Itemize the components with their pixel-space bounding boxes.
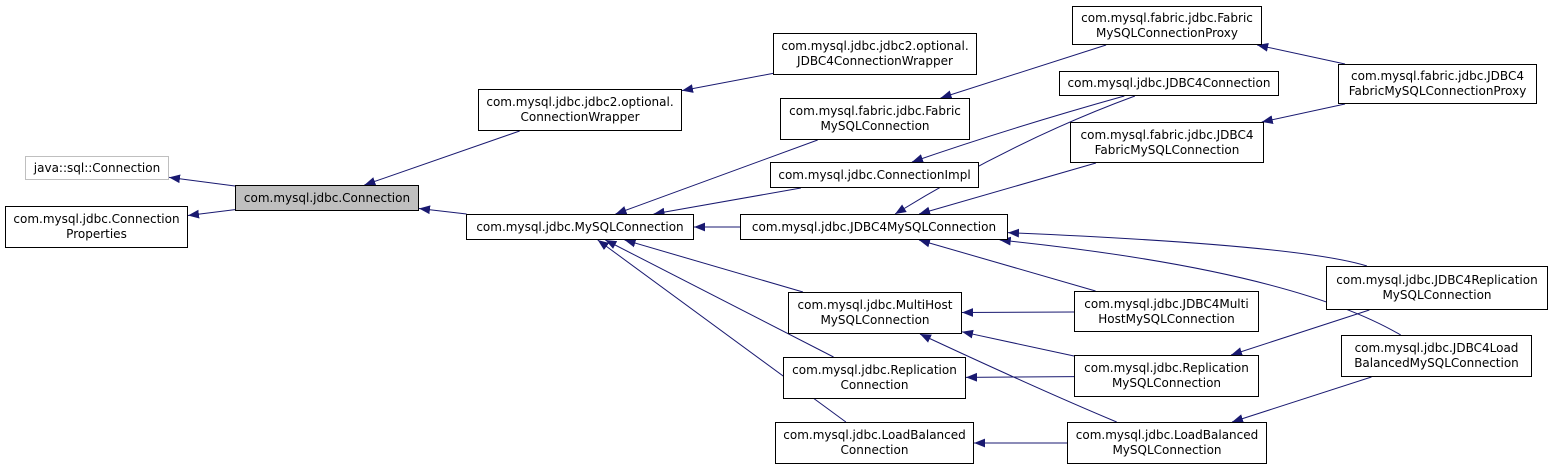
class-node-label: com.mysql.jdbc.MultiHost — [797, 298, 953, 312]
class-node-label: com.mysql.jdbc.LoadBalanced — [783, 428, 966, 442]
class-node-label: java::sql::Connection — [33, 160, 161, 175]
inheritance-arrow-replication-mysql-connection-to-multihost-mysql-connection — [961, 329, 1075, 357]
class-node-mysql-connection[interactable]: com.mysql.jdbc.MySQLConnection — [466, 214, 694, 240]
inheritance-arrow-replication-connection-to-mysql-connection — [605, 239, 834, 358]
inheritance-arrow-fabric-mysql-connection-to-mysql-connection — [615, 139, 818, 215]
class-node-label: JDBC4ConnectionWrapper — [797, 54, 953, 68]
inheritance-arrow-jdbc4-fabric-mysql-connection-proxy-to-jdbc4-fabric-mysql-connection — [1261, 103, 1346, 124]
inheritance-arrow-connection-impl-to-mysql-connection — [653, 187, 801, 217]
inheritance-arrow-jdbc4-connection-to-jdbc4-mysql-connection — [894, 95, 1136, 215]
class-node-jdbc4-connection-wrapper[interactable]: com.mysql.jdbc.jdbc2.optional.JDBC4Conne… — [773, 33, 977, 75]
inheritance-arrow-jdbc4-multihost-mysql-connection-to-multihost-mysql-connection — [961, 308, 1075, 317]
class-node-label: com.mysql.jdbc.JDBC4Replication — [1336, 273, 1538, 287]
class-node-label: com.mysql.jdbc.LoadBalanced — [1075, 428, 1259, 442]
class-node-connection-wrapper[interactable]: com.mysql.jdbc.jdbc2.optional.Connection… — [478, 89, 682, 131]
inheritance-arrow-jdbc4-loadbalanced-mysql-connection-to-loadbalanced-mysql-connection — [1231, 376, 1372, 423]
inheritance-arrow-jdbc4-multihost-mysql-connection-to-jdbc4-mysql-connection — [918, 238, 1096, 292]
class-node-label: com.mysql.jdbc.Replication — [1084, 361, 1249, 375]
class-node-label: FabricMySQLConnection — [1094, 142, 1240, 157]
class-node-label: com.mysql.jdbc.MySQLConnection — [476, 219, 684, 234]
class-node-jdbc4-mysql-connection[interactable]: com.mysql.jdbc.JDBC4MySQLConnection — [740, 214, 1008, 240]
inheritance-arrow-jdbc4-loadbalanced-mysql-connection-to-jdbc4-mysql-connection — [999, 236, 1401, 336]
class-node-label: com.mysql.jdbc.Connection — [13, 212, 180, 226]
class-node-label: MySQLConnection — [820, 313, 930, 327]
class-node-jdbc4-connection[interactable]: com.mysql.jdbc.JDBC4Connection — [1059, 71, 1279, 96]
class-node-label: ConnectionWrapper — [520, 110, 640, 124]
inheritance-arrow-loadbalanced-mysql-connection-to-multihost-mysql-connection — [919, 333, 1117, 423]
class-node-label: com.mysql.fabric.jdbc.Fabric — [1081, 10, 1253, 25]
inheritance-arrow-jdbc-connection-to-connection-properties — [187, 209, 236, 219]
inheritance-arrow-multihost-mysql-connection-to-mysql-connection — [624, 238, 804, 293]
class-node-label: com.mysql.jdbc.JDBC4MySQLConnection — [751, 219, 997, 234]
class-node-label: com.mysql.fabric.jdbc.JDBC4 — [1351, 69, 1524, 83]
class-node-label: com.mysql.jdbc.Replication — [792, 363, 957, 377]
class-node-label: com.mysql.jdbc.Connection — [243, 190, 411, 205]
class-node-label: HostMySQLConnection — [1098, 311, 1235, 326]
inheritance-arrow-replication-mysql-connection-to-replication-connection — [965, 372, 1075, 382]
inheritance-arrow-connection-wrapper-to-jdbc-connection — [364, 130, 520, 186]
class-node-connection-impl[interactable]: com.mysql.jdbc.ConnectionImpl — [770, 162, 979, 188]
class-node-label: com.mysql.fabric.jdbc.Fabric — [789, 104, 961, 118]
class-node-label: com.mysql.jdbc.jdbc2.optional. — [486, 95, 674, 109]
class-node-label: com.mysql.jdbc.JDBC4Load — [1354, 341, 1519, 355]
class-node-label: com.mysql.jdbc.ConnectionImpl — [778, 167, 971, 182]
class-node-label: BalancedMySQLConnection — [1354, 356, 1519, 370]
class-node-label: com.mysql.jdbc.JDBC4Connection — [1067, 76, 1271, 90]
class-node-jdbc-connection[interactable]: com.mysql.jdbc.Connection — [235, 185, 419, 211]
inheritance-arrow-jdbc4-fabric-mysql-connection-proxy-to-fabric-mysql-connection-proxy — [1257, 43, 1346, 65]
class-node-label: FabricMySQLConnectionProxy — [1348, 84, 1527, 98]
inheritance-arrow-jdbc4-replication-mysql-connection-to-jdbc4-mysql-connection — [1007, 228, 1368, 267]
class-node-label: MySQLConnection — [1382, 288, 1492, 302]
inheritance-arrow-jdbc4-connection-wrapper-to-connection-wrapper — [681, 72, 774, 93]
class-node-label: MySQLConnection — [820, 119, 930, 133]
inheritance-arrow-jdbc4-replication-mysql-connection-to-replication-mysql-connection — [1230, 309, 1370, 356]
class-node-label: Properties — [66, 227, 127, 241]
inheritance-arrow-jdbc4-fabric-mysql-connection-to-jdbc4-mysql-connection — [918, 162, 1097, 216]
class-node-label: com.mysql.jdbc.JDBC4Multi — [1084, 296, 1249, 311]
class-node-label: com.mysql.jdbc.jdbc2.optional. — [781, 39, 969, 53]
class-node-label: MySQLConnection — [1111, 376, 1222, 390]
inheritance-arrow-mysql-connection-to-jdbc-connection — [418, 205, 467, 215]
class-node-label: Connection — [840, 378, 909, 392]
inheritance-arrow-jdbc-connection-to-java-sql-connection — [168, 174, 236, 187]
inheritance-arrow-jdbc4-connection-to-connection-impl — [911, 95, 1125, 163]
inheritance-arrow-fabric-mysql-connection-proxy-to-fabric-mysql-connection — [940, 44, 1107, 99]
class-node-label: MySQLConnectionProxy — [1096, 25, 1238, 40]
class-node-label: MySQLConnection — [1112, 443, 1222, 457]
class-node-label: Connection — [840, 443, 909, 457]
class-node-label: com.mysql.fabric.jdbc.JDBC4 — [1080, 127, 1254, 142]
class-node-java-sql-connection[interactable]: java::sql::Connection — [25, 156, 169, 180]
